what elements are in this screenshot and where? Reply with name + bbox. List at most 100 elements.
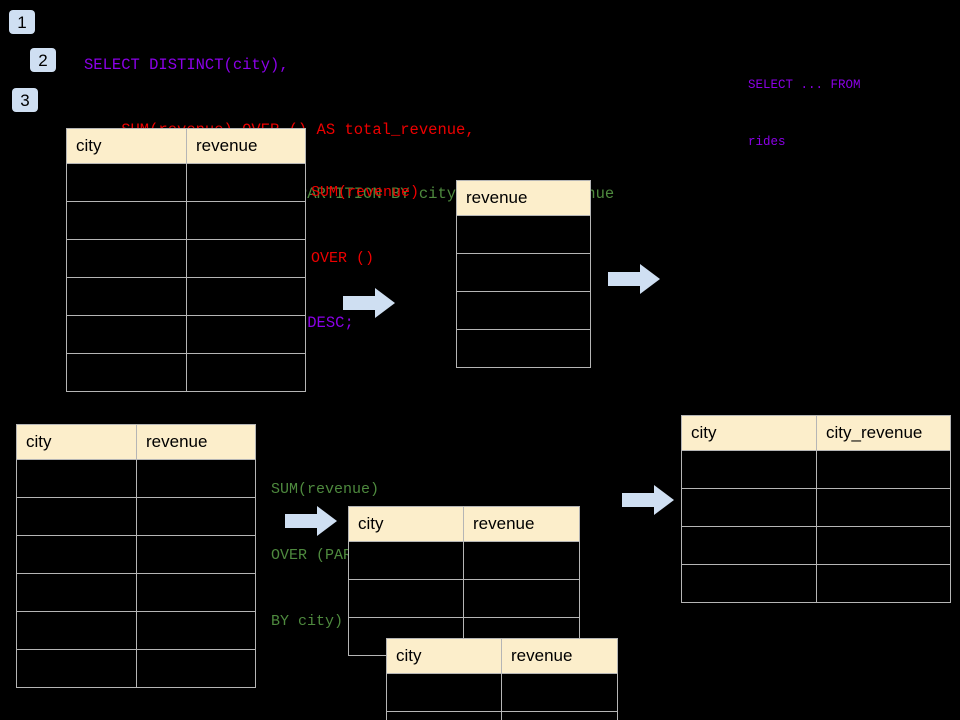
- table-header-row: revenue: [456, 180, 591, 216]
- table-row: [456, 253, 591, 292]
- column-header-revenue: revenue: [136, 424, 256, 460]
- cell-revenue: [463, 541, 580, 580]
- table-row: [681, 526, 951, 565]
- table-row: [66, 201, 306, 240]
- table-row: [16, 459, 256, 498]
- table-header-row: city revenue: [66, 128, 306, 164]
- annotation-total-revenue: SUM(revenue) OVER (): [311, 138, 419, 314]
- cell-city: [386, 673, 502, 712]
- column-header-city: city: [16, 424, 137, 460]
- cell-city: [16, 535, 137, 574]
- cell-revenue: [456, 215, 591, 254]
- table-header-row: city revenue: [386, 638, 618, 674]
- cell-revenue: [136, 611, 256, 650]
- cell-revenue: [186, 163, 306, 202]
- cell-revenue: [456, 291, 591, 330]
- cell-revenue: [136, 535, 256, 574]
- cell-city: [66, 201, 187, 240]
- cell-revenue: [136, 497, 256, 536]
- cell-city: [16, 573, 137, 612]
- column-header-revenue: revenue: [456, 180, 591, 216]
- side-note-line-1: SELECT ... FROM: [748, 78, 861, 92]
- cell-city: [681, 488, 817, 527]
- cell-revenue: [186, 201, 306, 240]
- partition-group-back: city revenue: [348, 506, 580, 656]
- cell-city: [66, 163, 187, 202]
- cell-city: [16, 459, 137, 498]
- cell-city: [681, 564, 817, 603]
- annotation-partition-line-1: SUM(revenue): [271, 481, 380, 498]
- sql-line-1: SELECT DISTINCT(city),: [84, 56, 289, 74]
- table-row: [16, 611, 256, 650]
- cell-revenue: [136, 459, 256, 498]
- cell-city: [348, 579, 464, 618]
- side-note-select-from: SELECT ... FROM rides: [748, 38, 861, 190]
- step-badge-2: 2: [30, 48, 56, 72]
- table-row: [456, 215, 591, 254]
- cell-city: [386, 711, 502, 720]
- cell-city-revenue: [816, 564, 951, 603]
- table-row: [386, 711, 618, 720]
- cell-city: [16, 649, 137, 688]
- cell-city-revenue: [816, 526, 951, 565]
- cell-city: [348, 541, 464, 580]
- result-table: city city_revenue: [681, 415, 951, 603]
- column-header-city-revenue: city_revenue: [816, 415, 951, 451]
- cell-city-revenue: [816, 450, 951, 489]
- rides-source-table-partition: city revenue: [16, 424, 256, 688]
- table-row: [66, 353, 306, 392]
- annotation-partition-revenue: SUM(revenue) OVER (PARTITION BY city): [271, 435, 406, 677]
- cell-city: [16, 497, 137, 536]
- annotation-partition-line-3: BY city): [271, 613, 344, 630]
- table-row: [681, 564, 951, 603]
- table-row: [386, 673, 618, 712]
- cell-revenue: [186, 277, 306, 316]
- table-row: [456, 329, 591, 368]
- annotation-total-line-2: OVER (): [311, 250, 375, 267]
- table-row: [66, 239, 306, 278]
- table-row: [681, 450, 951, 489]
- cell-city: [681, 526, 817, 565]
- table-row: [16, 573, 256, 612]
- table-row: [16, 649, 256, 688]
- cell-city-revenue: [816, 488, 951, 527]
- table-header-row: city revenue: [348, 506, 580, 542]
- cell-city: [66, 353, 187, 392]
- cell-revenue: [501, 673, 618, 712]
- cell-city: [681, 450, 817, 489]
- cell-revenue: [501, 711, 618, 720]
- table-row: [456, 291, 591, 330]
- cell-city: [16, 611, 137, 650]
- cell-revenue: [456, 253, 591, 292]
- table-row: [348, 541, 580, 580]
- column-header-city: city: [66, 128, 187, 164]
- cell-city: [66, 315, 187, 354]
- arrow-partition-to-result: [622, 485, 674, 515]
- column-header-revenue: revenue: [501, 638, 618, 674]
- arrow-source-to-partition: [285, 506, 337, 536]
- cell-revenue: [456, 329, 591, 368]
- table-row: [681, 488, 951, 527]
- column-header-city: city: [681, 415, 817, 451]
- column-header-revenue: revenue: [463, 506, 580, 542]
- table-header-row: city revenue: [16, 424, 256, 460]
- cell-revenue: [186, 239, 306, 278]
- side-note-line-2: rides: [748, 135, 786, 149]
- table-row: [66, 277, 306, 316]
- partition-group-front: city revenue: [386, 638, 618, 720]
- step-badge-1: 1: [9, 10, 35, 34]
- column-header-revenue: revenue: [186, 128, 306, 164]
- arrow-total-to-result: [608, 264, 660, 294]
- cell-city: [66, 277, 187, 316]
- total-revenue-table: revenue: [456, 180, 591, 368]
- cell-city: [66, 239, 187, 278]
- table-row: [16, 535, 256, 574]
- cell-revenue: [463, 579, 580, 618]
- rides-source-table: city revenue: [66, 128, 306, 392]
- table-row: [66, 163, 306, 202]
- cell-revenue: [186, 315, 306, 354]
- table-row: [16, 497, 256, 536]
- table-row: [348, 579, 580, 618]
- cell-revenue: [136, 649, 256, 688]
